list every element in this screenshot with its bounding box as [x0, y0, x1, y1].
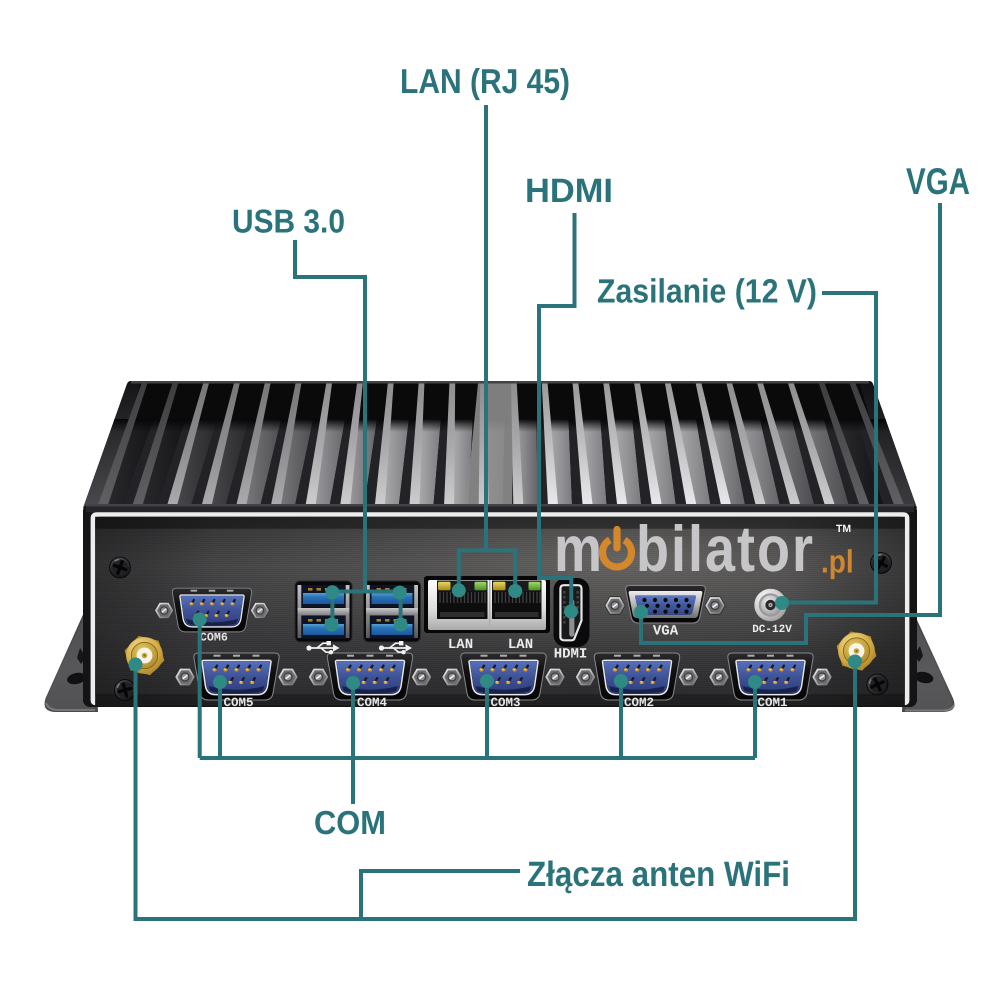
svg-text:COM2: COM2 — [624, 696, 654, 710]
svg-text:.pl: .pl — [821, 544, 854, 580]
svg-text:m: m — [554, 513, 602, 585]
svg-text:LAN: LAN — [448, 637, 473, 653]
svg-text:Zasilanie (12 V): Zasilanie (12 V) — [597, 272, 817, 310]
svg-text:TM: TM — [836, 523, 851, 535]
svg-text:VGA: VGA — [653, 623, 679, 639]
svg-text:bilator: bilator — [636, 513, 815, 585]
svg-text:COM1: COM1 — [757, 696, 787, 710]
svg-text:COM5: COM5 — [223, 696, 253, 710]
svg-text:USB 3.0: USB 3.0 — [232, 203, 345, 240]
svg-text:HDMI: HDMI — [525, 171, 613, 209]
svg-text:COM: COM — [314, 804, 386, 842]
svg-text:HDMI: HDMI — [554, 646, 588, 662]
svg-text:COM3: COM3 — [490, 696, 520, 710]
svg-text:LAN: LAN — [508, 637, 533, 653]
svg-text:COM6: COM6 — [200, 631, 228, 644]
svg-text:DC-12V: DC-12V — [752, 624, 792, 636]
svg-text:Złącza anten WiFi: Złącza anten WiFi — [527, 854, 790, 894]
svg-text:COM4: COM4 — [357, 696, 388, 710]
svg-text:LAN (RJ 45): LAN (RJ 45) — [400, 62, 570, 101]
svg-text:VGA: VGA — [906, 160, 970, 202]
